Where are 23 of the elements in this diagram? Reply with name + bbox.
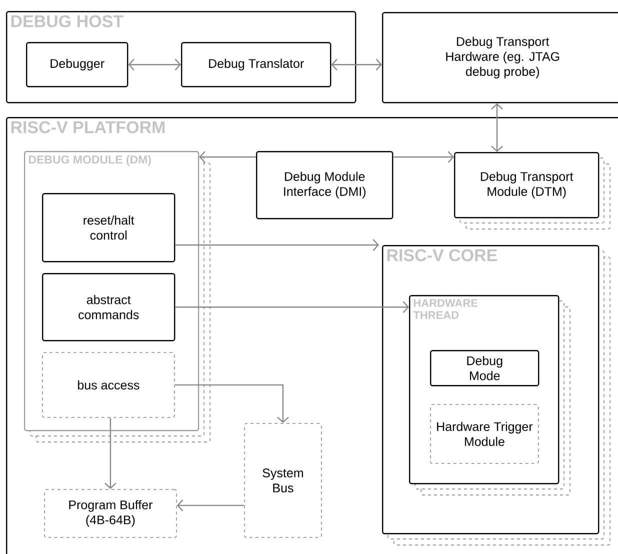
- process-box: bus access: [42, 352, 175, 418]
- process-box: abstract commands: [42, 273, 176, 342]
- process-box: Debug Translator: [181, 42, 332, 88]
- arrow: [331, 58, 382, 70]
- arrow: [491, 103, 503, 152]
- arrow: [128, 58, 181, 70]
- arrow: [175, 239, 379, 251]
- node-label: HARDWARE: [414, 299, 478, 307]
- process-box: Debugger: [26, 42, 128, 88]
- process-box: Debug Transport Hardware (eg. JTAG debug probe): [382, 12, 618, 104]
- process-box: Debug Mode: [430, 350, 540, 386]
- process-box: System Bus: [244, 423, 322, 538]
- process-box: Debug Transport Module (DTM): [454, 152, 610, 230]
- arrow: [199, 151, 256, 163]
- process-box: Debug Module Interface (DMI): [256, 151, 394, 220]
- process-box: Hardware Trigger Module: [430, 404, 539, 464]
- process-box: Program Buffer (4B-64B): [44, 489, 177, 538]
- arrow: [393, 151, 454, 163]
- process-box: reset/halt control: [42, 193, 176, 262]
- arrow: [104, 418, 116, 489]
- arrow: [176, 500, 244, 512]
- arrow: [175, 301, 409, 313]
- arrow: [174, 384, 289, 423]
